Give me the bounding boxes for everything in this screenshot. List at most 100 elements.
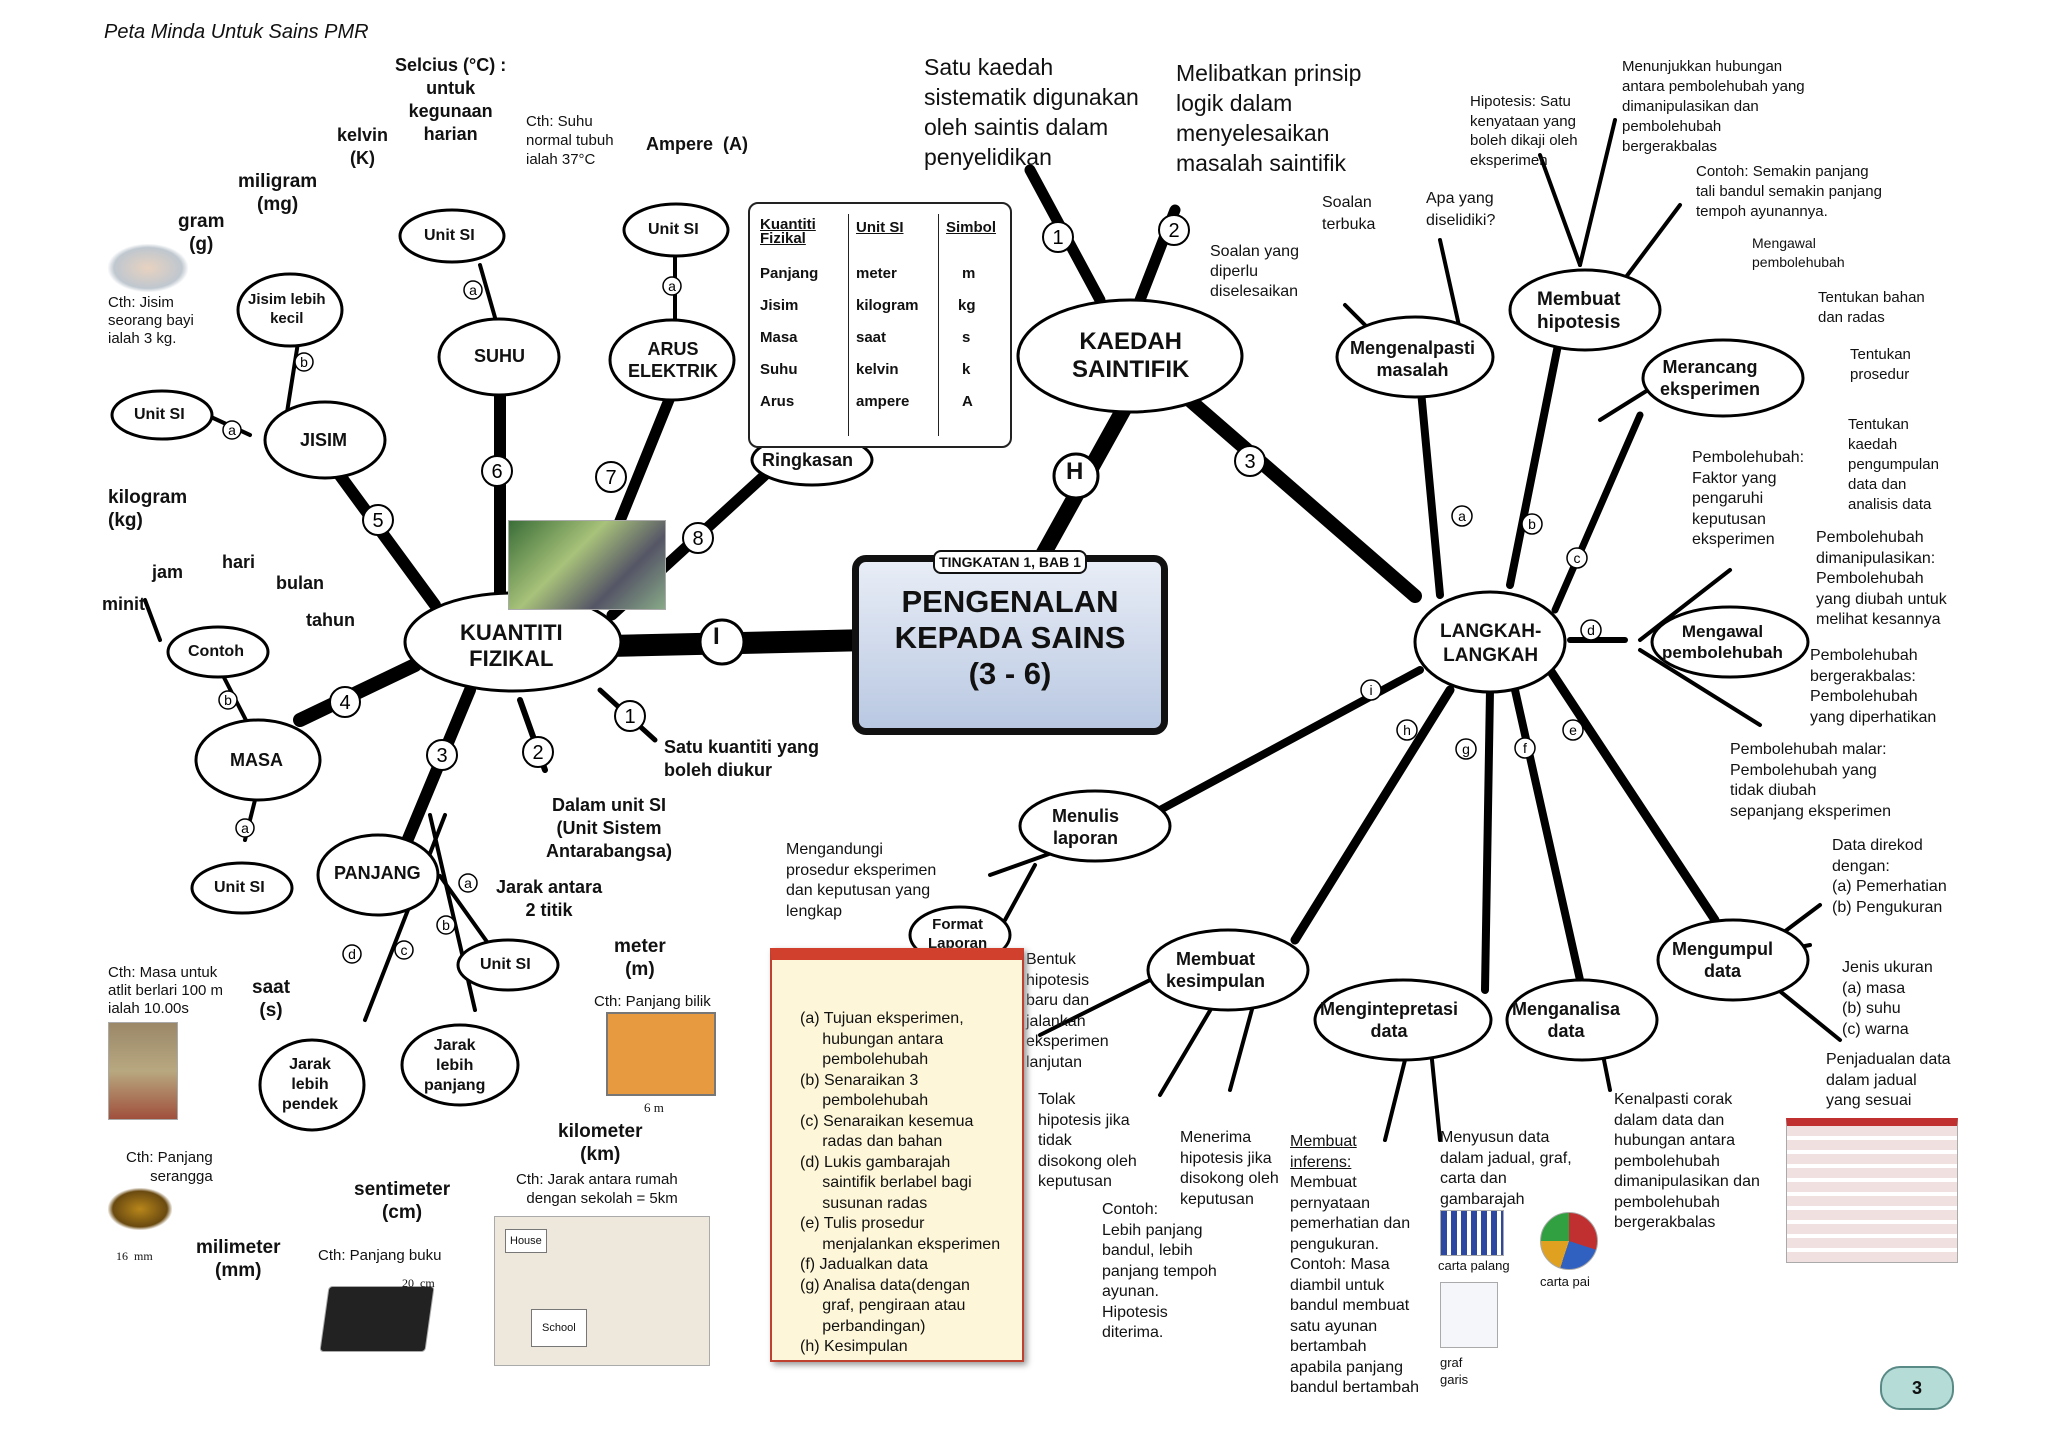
svg-text:5: 5 <box>372 510 383 532</box>
ampere-label: Ampere (A) <box>646 134 749 154</box>
table-header-simbol: Simbol <box>946 219 997 236</box>
svg-text:6: 6 <box>491 461 502 483</box>
cth-bilik-label: Cth: Panjang bilik <box>594 993 711 1010</box>
table-cell: A <box>962 393 973 410</box>
svg-text:f: f <box>1523 740 1527 756</box>
svg-text:c: c <box>401 942 408 958</box>
data-table-thumbnail <box>1786 1118 1958 1263</box>
node-mengenalpasti-masalah <box>1335 315 1495 399</box>
svg-text:a: a <box>1458 508 1466 524</box>
node-unit-si-arus <box>622 202 730 258</box>
bar-chart-thumbnail <box>1440 1210 1504 1256</box>
node-merancang-eksperimen <box>1641 338 1805 418</box>
svg-text:2: 2 <box>1168 220 1179 242</box>
table-cell: kg <box>958 297 976 314</box>
table-cell: k <box>962 361 971 378</box>
cth-buku-label: Cth: Panjang buku <box>318 1247 442 1264</box>
svg-text:1: 1 <box>1052 227 1063 249</box>
central-title-1: PENGENALAN <box>901 584 1119 619</box>
svg-text:3: 3 <box>1244 451 1255 473</box>
ringkasan-label: Ringkasan <box>762 450 854 470</box>
carta-palang-label: carta palang <box>1438 1258 1510 1273</box>
page-number-badge: 3 <box>1880 1366 1954 1410</box>
sentimeter-label: sentimeter(cm) <box>354 1179 451 1223</box>
marker-i-label: I <box>713 623 720 650</box>
unit-si-label: Unit SI <box>480 956 531 973</box>
saat-label: saat(s) <box>252 977 291 1021</box>
node-unit-si-suhu <box>398 208 506 264</box>
map-school-label: School <box>531 1309 587 1347</box>
svg-text:a: a <box>228 422 236 438</box>
svg-text:b: b <box>442 917 450 933</box>
meter-photo <box>508 520 666 610</box>
svg-text:7: 7 <box>605 467 616 489</box>
table-header-unit: Unit SI <box>856 219 904 236</box>
central-topic: TINGKATAN 1, BAB 1 PENGENALAN KEPADA SAI… <box>852 550 1168 735</box>
kumpul-2: Jenis ukuran(a) masa(b) suhu(c) warna <box>1842 959 1933 1038</box>
table-cell: ampere <box>856 393 910 410</box>
node-membuat-hipotesis <box>1508 268 1662 352</box>
table-cell: Panjang <box>760 265 819 282</box>
unit-si-label: Unit SI <box>424 227 475 244</box>
svg-text:a: a <box>469 282 477 298</box>
central-tag: TINGKATAN 1, BAB 1 <box>933 550 1087 574</box>
map-image: House School <box>494 1216 710 1366</box>
node-contoh <box>166 625 270 679</box>
svg-text:e: e <box>1569 722 1577 738</box>
kilometer-label: kilometer(km) <box>558 1121 643 1165</box>
baby-scale-image <box>108 244 188 292</box>
panjang-label: PANJANG <box>334 863 421 883</box>
node-unit-si-panjang <box>456 938 560 992</box>
node-jisim-lebih-kecil <box>236 272 344 348</box>
contoh-label: Contoh <box>188 643 244 660</box>
marker-h <box>1052 452 1100 500</box>
header-title: Peta Minda Untuk Sains PMR <box>104 21 369 43</box>
node-arus-elektrik <box>608 318 736 402</box>
node-jarak-lebih-panjang <box>400 1023 520 1107</box>
milimeter-label: milimeter(mm) <box>196 1237 281 1281</box>
kilogram-label: kilogram(kg) <box>108 487 188 531</box>
unit-si-label: Unit SI <box>214 879 265 896</box>
runner-photo <box>108 1022 178 1120</box>
node-unit-si-masa <box>190 861 294 915</box>
dim-16mm: 16 mm <box>116 1249 153 1263</box>
summary-table: Kuantiti Fizikal Unit SI Simbol Panjang … <box>748 202 1012 448</box>
hari-label: hari <box>222 552 256 572</box>
suhu-label: SUHU <box>474 346 526 366</box>
node-suhu <box>437 317 561 397</box>
node-kaedah-saintifik <box>1016 298 1244 414</box>
miligram-label: miligram(mg) <box>238 171 318 215</box>
svg-text:2: 2 <box>532 742 543 764</box>
langkah-label: LANGKAH-LANGKAH <box>1440 621 1542 666</box>
room-plan-image <box>606 1012 716 1096</box>
svg-text:a: a <box>668 278 676 294</box>
svg-text:a: a <box>464 875 472 891</box>
svg-text:i: i <box>1369 682 1372 698</box>
table-cell: Masa <box>760 329 798 346</box>
svg-text:8: 8 <box>692 528 703 550</box>
